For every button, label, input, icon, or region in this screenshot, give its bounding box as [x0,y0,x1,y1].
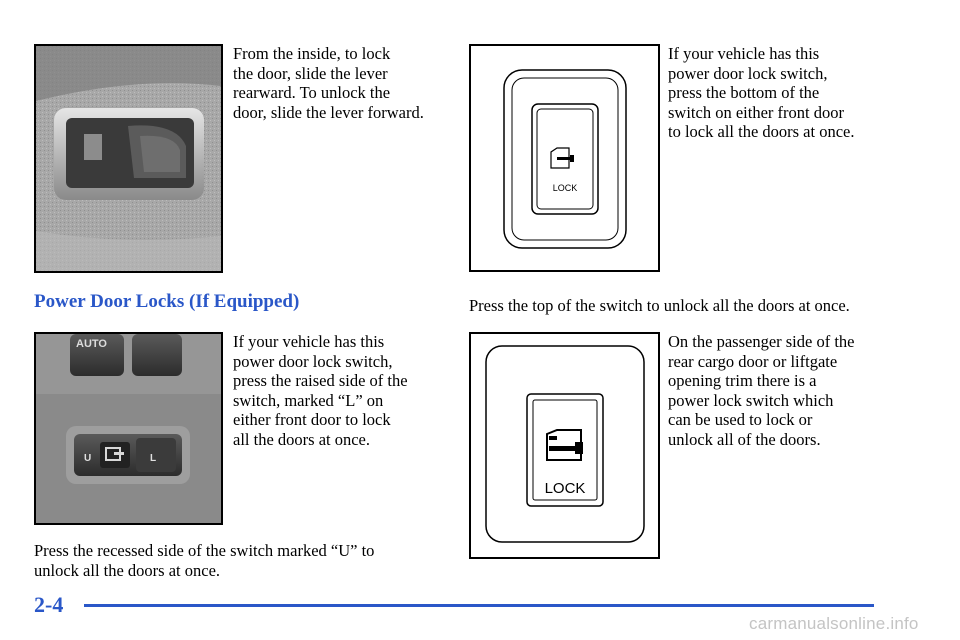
rear-lock-label: LOCK [545,480,586,497]
rocker-switch-drawing: LOCK [503,69,627,249]
lock-label: LOCK [553,183,578,193]
switch-u-l-text: If your vehicle has this power door lock… [233,332,408,449]
rear-switch-text: On the passenger side of the rear cargo … [668,332,855,449]
page-number: 2-4 [34,592,64,617]
rear-switch-drawing: LOCK [485,345,645,543]
u-label: U [84,453,91,464]
rear-switch-illustration: LOCK [469,332,660,559]
door-lock-icon [546,429,583,461]
door-lever-photo [34,44,223,273]
manual-lever-text: From the inside, to lock the door, slide… [233,44,424,122]
section-heading: Power Door Locks (If Equipped) [34,291,300,312]
rocker-unlock-text: Press the top of the switch to unlock al… [469,296,850,315]
switch-u-l-unlock-text: Press the recessed side of the switch ma… [34,541,375,580]
auto-label: AUTO [76,338,107,350]
door-lock-icon [550,147,574,169]
door-lever-illustration [36,46,221,271]
u-l-switch-photo: AUTO U L [34,332,223,525]
footer-rule [84,604,874,607]
watermark: carmanualsonline.info [749,614,919,633]
u-l-switch-illustration: AUTO U L [36,334,221,523]
l-label: L [150,453,156,464]
rocker-switch-illustration: LOCK [469,44,660,272]
rocker-switch-text: If your vehicle has this power door lock… [668,44,855,142]
